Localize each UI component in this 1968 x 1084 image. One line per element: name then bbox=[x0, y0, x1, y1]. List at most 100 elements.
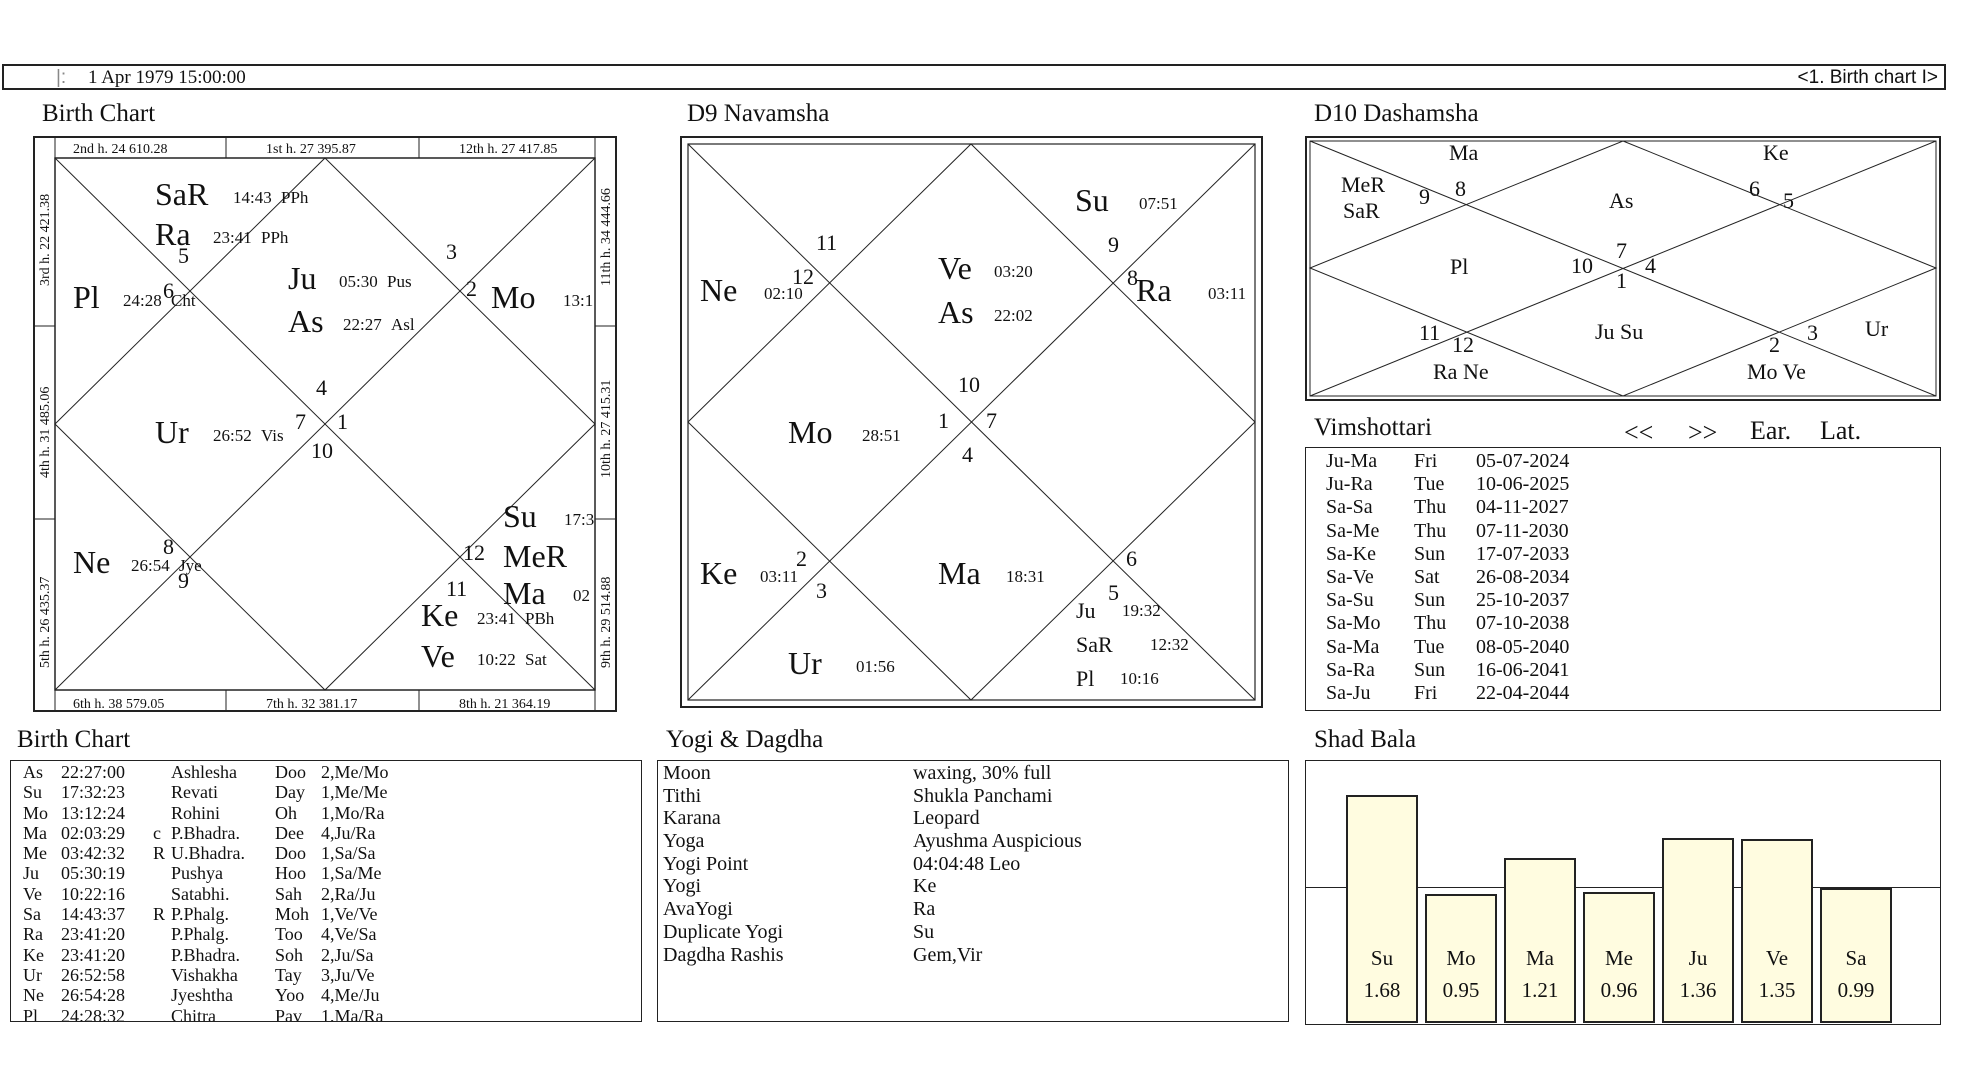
house-label-8: 8th h. 21 364.19 bbox=[459, 697, 550, 712]
svg-text:9: 9 bbox=[1419, 184, 1430, 209]
dasha-cell: 26-08-2034 bbox=[1476, 565, 1570, 588]
table-cell: Doo bbox=[275, 762, 306, 782]
svg-text:4: 4 bbox=[1645, 253, 1656, 278]
vimshottari-prev-button[interactable]: << bbox=[1624, 418, 1654, 447]
dasha-cell: 07-10-2038 bbox=[1476, 612, 1570, 635]
svg-text:10: 10 bbox=[1571, 253, 1593, 278]
table-cell: 1,Sa/Sa bbox=[321, 843, 376, 864]
earlier-button[interactable]: Ear. bbox=[1750, 416, 1792, 445]
datetime-label[interactable]: 1 Apr 1979 15:00:00 bbox=[88, 67, 246, 88]
yogi-value: Shukla Panchami bbox=[913, 784, 1053, 807]
yogi-value: Ra bbox=[913, 898, 936, 921]
house-label-6: 6th h. 38 579.05 bbox=[73, 697, 164, 712]
vimshottari-next-button[interactable]: >> bbox=[1688, 418, 1718, 447]
d9-planet-ke: Ke bbox=[700, 555, 737, 591]
planet-mer: MeR bbox=[503, 538, 568, 574]
planet-sar: SaR bbox=[155, 176, 209, 212]
dasha-cell: 16-06-2041 bbox=[1476, 658, 1570, 681]
table-cell: 1,Sa/Me bbox=[321, 863, 382, 884]
dasha-cell: 17-07-2033 bbox=[1476, 542, 1570, 565]
svg-text:5: 5 bbox=[1108, 580, 1119, 605]
svg-text:MeR: MeR bbox=[1341, 172, 1385, 197]
table-cell: Sah bbox=[275, 883, 302, 904]
planet-ke: Ke bbox=[421, 597, 458, 633]
chart-selector[interactable]: <1. Birth chart I> bbox=[1797, 67, 1938, 88]
d10-chart-diagram[interactable]: Ma Ke MeR SaR As Pl Ju Su Ur Ra Ne Mo Ve… bbox=[1305, 136, 1942, 402]
d9-chart-diagram[interactable]: 11 12 9 8 10 1 7 4 2 3 6 5 Su 07:51 Ne 0… bbox=[680, 136, 1264, 712]
table-cell: Ra bbox=[23, 924, 43, 945]
svg-text:24:28: 24:28 bbox=[123, 291, 162, 310]
dasha-cell: Tue bbox=[1414, 635, 1445, 658]
table-cell: Day bbox=[275, 782, 305, 803]
yogi-row: Tithi Shukla Panchami bbox=[658, 785, 1288, 808]
dasha-cell: Sa-Me bbox=[1326, 519, 1380, 542]
dasha-cell: Sun bbox=[1414, 658, 1446, 681]
table-cell: U.Bhadra. bbox=[171, 843, 245, 864]
planet-mo: Mo bbox=[491, 279, 535, 315]
sign-number: 5 bbox=[178, 243, 189, 268]
dasha-cell: Sun bbox=[1414, 589, 1446, 612]
table-cell: Ne bbox=[23, 985, 44, 1006]
planet-ve: Ve bbox=[421, 638, 455, 674]
house-label-3: 3rd h. 22 421.38 bbox=[38, 194, 53, 286]
table-cell: 26:52:58 bbox=[61, 964, 126, 985]
dasha-cell: Thu bbox=[1414, 519, 1447, 542]
svg-text:13:1: 13:1 bbox=[563, 291, 593, 310]
sign-number: 6 bbox=[163, 278, 174, 303]
svg-text:Ra Ne: Ra Ne bbox=[1433, 359, 1489, 384]
d9-planet-su: Su bbox=[1075, 182, 1109, 218]
table-cell: Ashlesha bbox=[171, 762, 237, 782]
dasha-cell: Tue bbox=[1414, 473, 1445, 496]
table-cell: 17:32:23 bbox=[61, 782, 126, 803]
bar-planet-label: Ma bbox=[1526, 945, 1554, 970]
dasha-cell: Sat bbox=[1414, 565, 1440, 588]
sign-number: 2 bbox=[466, 276, 477, 301]
bar-value-label: 0.96 bbox=[1600, 977, 1638, 1002]
table-cell: 2,Ra/Ju bbox=[321, 883, 376, 904]
svg-text:19:32: 19:32 bbox=[1122, 601, 1161, 620]
yogi-key: Tithi bbox=[663, 784, 702, 807]
sign-number: 8 bbox=[163, 534, 174, 559]
svg-text:26:52: 26:52 bbox=[213, 426, 252, 445]
reference-line bbox=[1306, 887, 1940, 888]
table-cell: 22:27:00 bbox=[61, 762, 126, 782]
bar-planet-label: Su bbox=[1370, 945, 1394, 970]
svg-text:Ke: Ke bbox=[1763, 140, 1789, 165]
bar-planet-label: Sa bbox=[1845, 945, 1867, 970]
table-cell: Revati bbox=[171, 782, 218, 803]
birth-chart-diagram[interactable]: 2nd h. 24 610.28 1st h. 27 395.87 12th h… bbox=[33, 136, 618, 712]
table-cell: 2,Ju/Sa bbox=[321, 944, 374, 965]
later-button[interactable]: Lat. bbox=[1820, 416, 1862, 445]
svg-text:PBh: PBh bbox=[525, 609, 555, 628]
table-cell: Me bbox=[23, 843, 47, 864]
d9-planet-ur: Ur bbox=[788, 645, 822, 681]
d9-title: D9 Navamsha bbox=[687, 100, 830, 127]
svg-text:3: 3 bbox=[1807, 320, 1818, 345]
table-cell: 10:22:16 bbox=[61, 883, 126, 904]
dasha-cell: Thu bbox=[1414, 496, 1447, 519]
svg-text:Sat: Sat bbox=[525, 650, 547, 669]
yogi-value: Ke bbox=[913, 875, 937, 898]
svg-text:26:54: 26:54 bbox=[131, 556, 170, 575]
svg-text:11: 11 bbox=[816, 230, 837, 255]
d9-planet-pl: Pl bbox=[1076, 666, 1094, 691]
svg-text:8: 8 bbox=[1455, 176, 1466, 201]
svg-text:3: 3 bbox=[816, 578, 827, 603]
bar-planet-label: Ju bbox=[1688, 945, 1708, 970]
house-label-11: 11th h. 34 444.66 bbox=[599, 188, 614, 286]
table-cell: 4,Ve/Sa bbox=[321, 924, 377, 945]
svg-text:Pl: Pl bbox=[1450, 254, 1468, 279]
table-cell: 3,Ju/Ve bbox=[321, 964, 375, 985]
bar-value-label: 1.68 bbox=[1363, 977, 1401, 1002]
table-cell: 05:30:19 bbox=[61, 863, 126, 884]
birth-table-title: Birth Chart bbox=[17, 726, 131, 753]
